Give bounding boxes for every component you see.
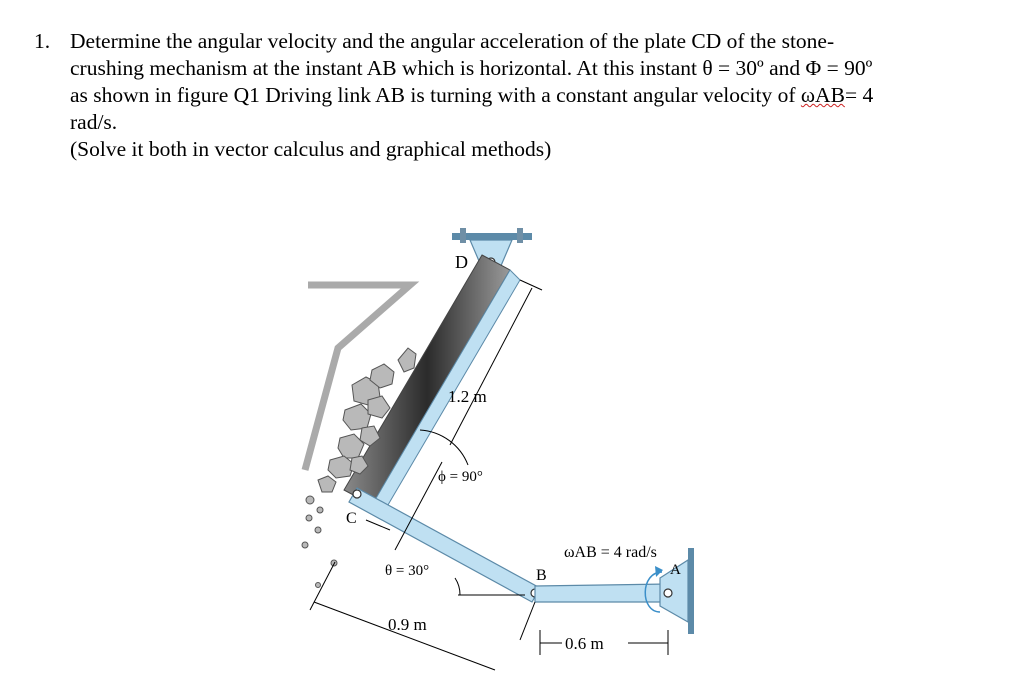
omega-arrowhead: [655, 566, 663, 577]
question-line-4: rad/s.: [70, 110, 118, 134]
question-line-2: crushing mechanism at the instant AB whi…: [70, 56, 873, 80]
link-ab: [534, 583, 669, 603]
rocks: [301, 347, 417, 588]
omega-label: ωAB = 4 rad/s: [564, 544, 657, 561]
label-a: A: [670, 562, 681, 578]
dim-cd: 1.2 m: [448, 387, 487, 406]
label-c: C: [346, 510, 357, 527]
dim-ab: 0.6 m: [565, 634, 604, 653]
dimension-lines: [309, 279, 669, 671]
question-line-1: Determine the angular velocity and the a…: [70, 29, 835, 53]
label-b: B: [536, 567, 547, 584]
omega-ab-symbol: ωAB: [800, 83, 845, 107]
question-line-3-text: as shown in figure Q1 Driving link AB is…: [70, 83, 801, 107]
support-a: [659, 548, 694, 634]
dim-bc: 0.9 m: [388, 615, 427, 634]
question-body: Determine the angular velocity and the a…: [70, 28, 984, 163]
link-bc: [348, 487, 541, 603]
angle-phi: ϕ = 90°: [438, 469, 483, 485]
question-line-3-value: = 4: [844, 83, 874, 107]
label-d: D: [455, 252, 468, 272]
question-number: 1.: [34, 29, 51, 53]
chute-wall: [301, 281, 420, 471]
question-line-5: (Solve it both in vector calculus and gr…: [70, 137, 552, 161]
angle-theta: θ = 30°: [385, 563, 429, 579]
question-line-3: as shown in figure Q1 Driving link AB is…: [70, 82, 984, 109]
